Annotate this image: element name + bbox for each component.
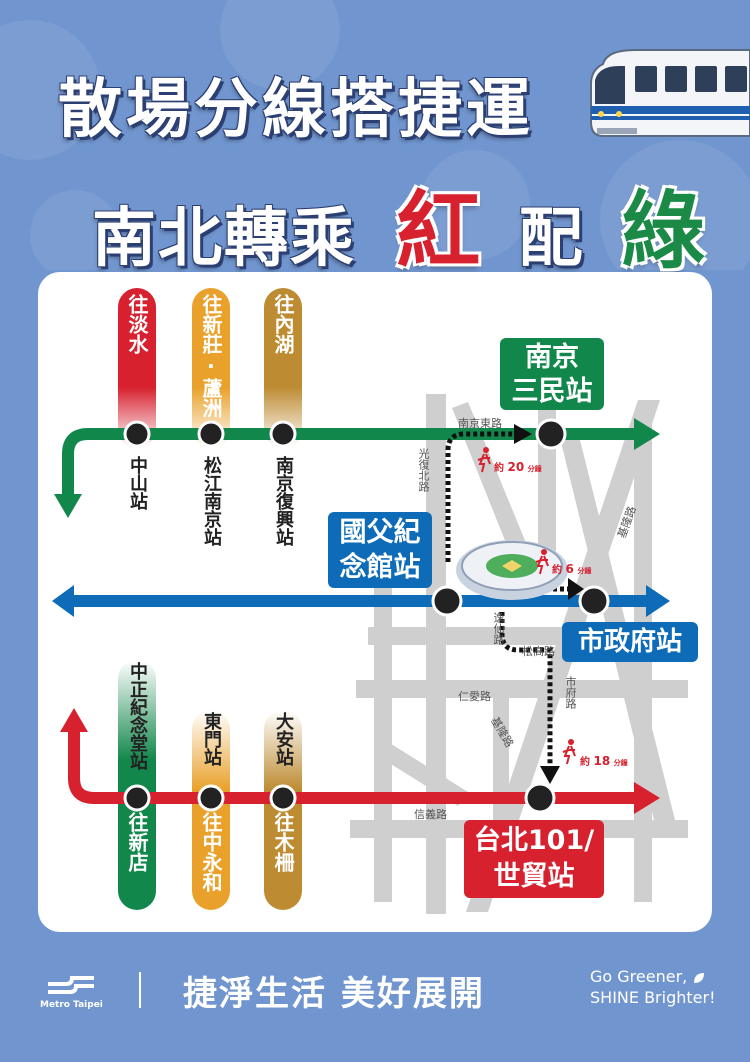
walk-time-1-minutes: 20 bbox=[507, 460, 525, 474]
walk-time-3-unit: 分鐘 bbox=[613, 759, 628, 767]
green-line bbox=[54, 418, 660, 518]
footer-english-slogan: Go Greener, SHINE Brighter! bbox=[590, 966, 715, 1008]
walk-time-1: 約 20 分鐘 bbox=[494, 459, 542, 474]
walk-time-1-prefix: 約 bbox=[494, 463, 504, 474]
footer-divider bbox=[139, 972, 141, 1008]
title-part-transfer: 南北轉乘 bbox=[92, 202, 356, 276]
walk-time-1-unit: 分鐘 bbox=[527, 465, 542, 473]
header-background bbox=[0, 0, 750, 270]
metro-taipei-logo-icon bbox=[48, 976, 94, 994]
page-title-line1: 散場分線搭捷運 bbox=[58, 73, 534, 147]
page-title-line2: 南北轉乘 紅 配 綠 bbox=[92, 164, 707, 285]
walk-arrow-3 bbox=[540, 766, 560, 784]
station-box-sun-yatsen: 國父紀 念館站 bbox=[328, 512, 432, 588]
brown-north-direction: 往內湖 bbox=[271, 294, 295, 354]
station-box-taipei101-line2: 世貿站 bbox=[493, 861, 575, 892]
station-box-taipei101: 台北101/ 世貿站 bbox=[464, 820, 604, 898]
arena-icon bbox=[456, 540, 568, 600]
footer-english-line1: Go Greener, bbox=[590, 966, 715, 987]
street-xinyi: 信義路 bbox=[414, 808, 447, 821]
station-box-nanjing-sanmin-line2: 三民站 bbox=[511, 376, 593, 407]
station-box-sun-yatsen-line2: 念館站 bbox=[339, 552, 421, 583]
street-renai: 仁愛路 bbox=[458, 690, 491, 703]
street-guangfu-north: 光復北路 bbox=[417, 448, 430, 492]
walk-time-3-prefix: 約 bbox=[580, 757, 590, 768]
station-box-nanjing-sanmin: 南京 三民站 bbox=[500, 338, 604, 410]
street-nanjing-east: 南京東路 bbox=[458, 417, 502, 430]
walk-arrow-2 bbox=[568, 578, 584, 600]
title-part-with: 配 bbox=[518, 202, 585, 276]
walk-time-3-minutes: 18 bbox=[593, 754, 611, 768]
station-dots bbox=[123, 418, 610, 814]
walk-arrow-1 bbox=[514, 424, 532, 444]
station-box-taipei101-line1: 台北101/ bbox=[473, 825, 595, 856]
leaf-icon bbox=[694, 972, 705, 983]
station-box-sun-yatsen-line1: 國父紀 bbox=[339, 517, 421, 548]
footer-slogan: 捷淨生活 美好展開 bbox=[183, 974, 485, 1014]
metro-taipei-logo-text: Metro Taipei bbox=[40, 1000, 103, 1010]
walking-person-icon bbox=[477, 447, 576, 765]
route-map bbox=[52, 288, 688, 914]
station-zhongshan: 中山站 bbox=[127, 456, 148, 510]
station-dongmen: 東門站 bbox=[201, 712, 222, 766]
station-box-city-hall: 市政府站 bbox=[562, 622, 698, 662]
red-line bbox=[60, 708, 660, 814]
street-shifu: 市府路 bbox=[564, 676, 577, 709]
station-nanjing-fuxing: 南京復興站 bbox=[273, 456, 294, 546]
walk-time-3: 約 18 分鐘 bbox=[580, 753, 628, 768]
station-box-nanjing-sanmin-line1: 南京 bbox=[525, 342, 579, 373]
route-map-panel: 往淡水 往新莊‧蘆洲 往內湖 中山站 松江南京站 南京復興站 中正紀念堂站 東門… bbox=[38, 272, 712, 932]
red-south-direction: 往新店 bbox=[125, 812, 149, 872]
walk-time-2-prefix: 約 bbox=[552, 565, 562, 576]
street-songgao: 松高路 bbox=[522, 645, 555, 658]
title-part-green: 綠 bbox=[620, 182, 707, 280]
footer-english-line2: SHINE Brighter! bbox=[590, 988, 716, 1007]
brown-line-north-pill bbox=[264, 288, 302, 448]
footer-english-line1-text: Go Greener, bbox=[590, 967, 688, 986]
orange-south-direction: 往中永和 bbox=[199, 812, 223, 892]
red-north-direction: 往淡水 bbox=[125, 294, 149, 354]
orange-line-north-pill bbox=[192, 288, 230, 448]
orange-north-direction: 往新莊‧蘆洲 bbox=[199, 294, 223, 418]
red-line-north-pill bbox=[118, 288, 156, 448]
walk-time-2: 約 6 分鐘 bbox=[552, 561, 591, 576]
train-icon bbox=[590, 49, 750, 137]
walk-time-2-unit: 分鐘 bbox=[577, 567, 592, 575]
brown-south-direction: 往木柵 bbox=[271, 812, 295, 872]
station-cks-memorial: 中正紀念堂站 bbox=[127, 662, 148, 770]
station-daan: 大安站 bbox=[273, 712, 294, 766]
station-songjiang-nanjing: 松江南京站 bbox=[201, 456, 222, 546]
street-yishan: 逸仙路 bbox=[492, 612, 505, 645]
title-part-red: 紅 bbox=[396, 182, 483, 280]
walk-time-2-minutes: 6 bbox=[565, 562, 574, 576]
